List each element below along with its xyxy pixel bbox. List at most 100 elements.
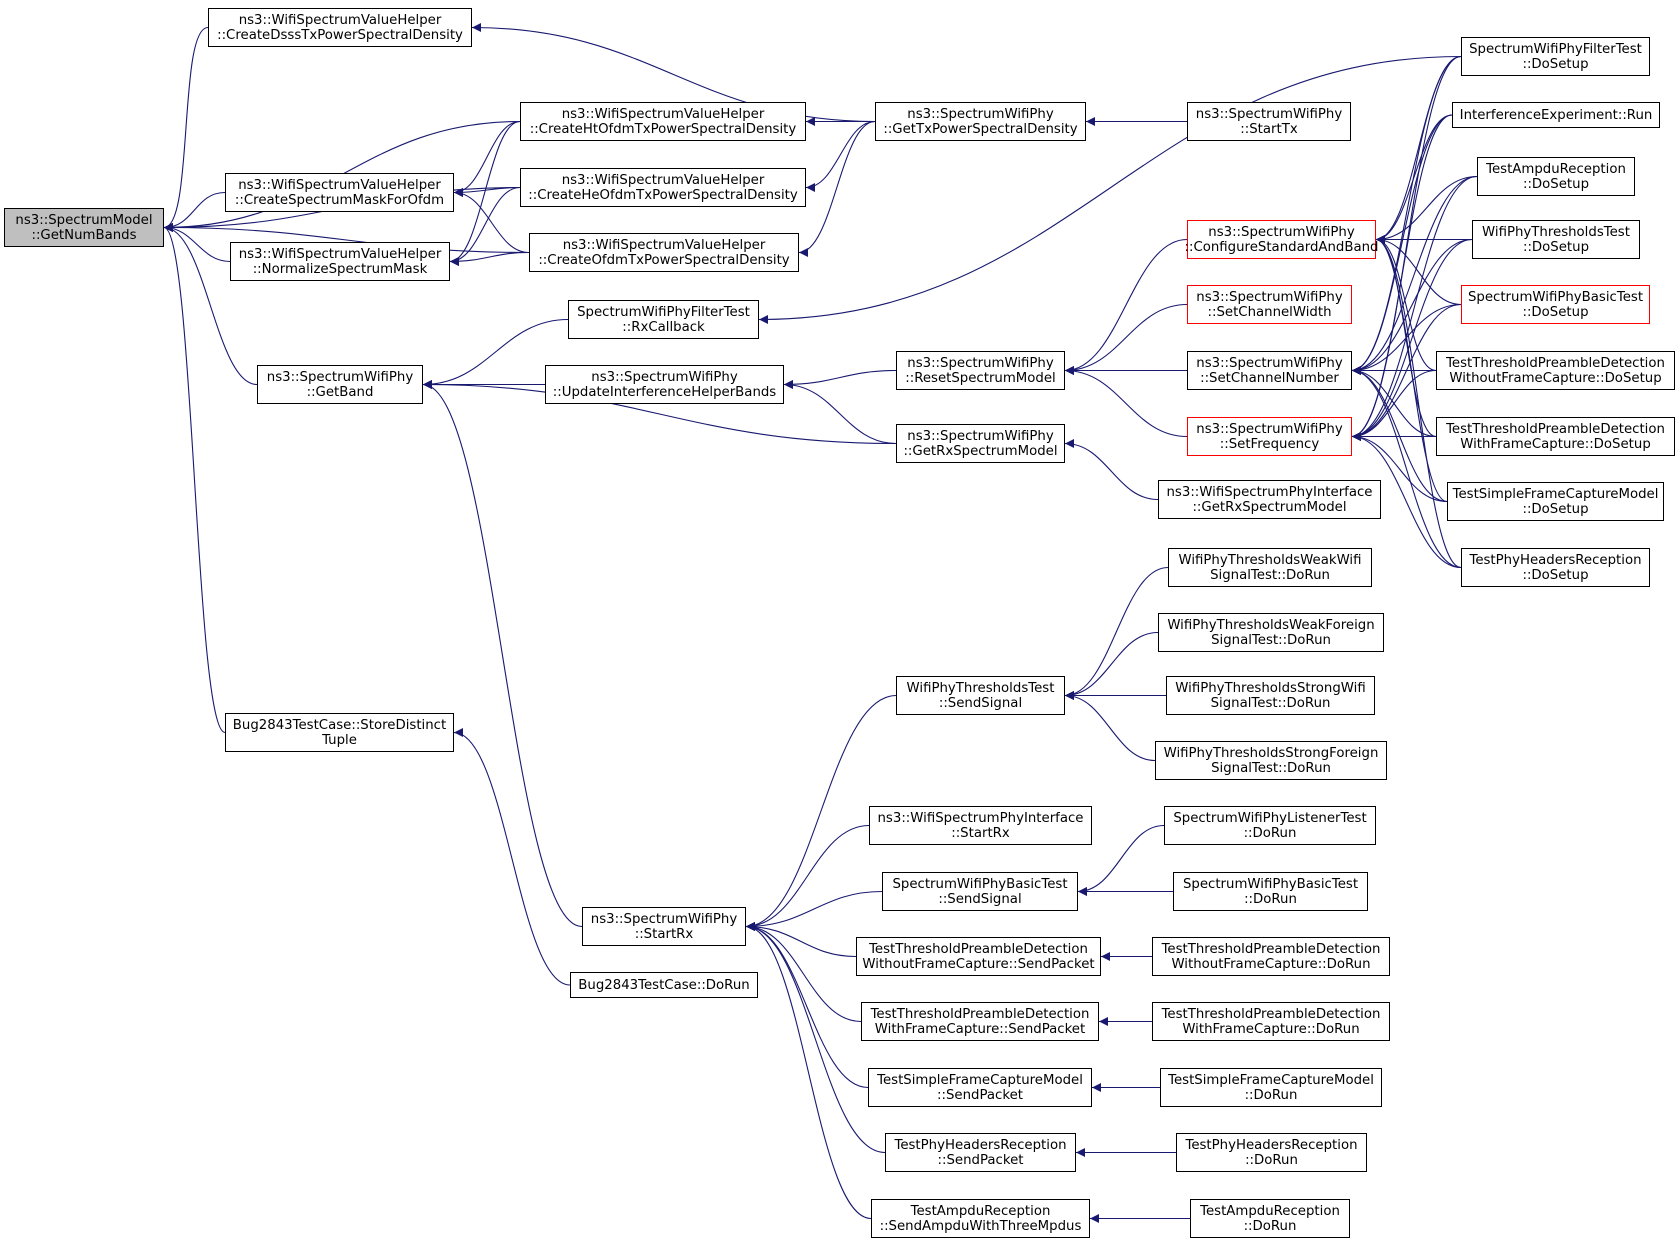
node-reset-sm[interactable]: ns3::SpectrumWifiPhy::ResetSpectrumModel	[896, 351, 1065, 390]
edge-bug-do-run-to-bug-store	[453, 728, 571, 986]
node-sfcm-do-run[interactable]: TestSimpleFrameCaptureModel::DoRun	[1160, 1068, 1382, 1107]
node-start-rx[interactable]: ns3::SpectrumWifiPhy::StartRx	[582, 907, 746, 946]
node-if-get-rx-sm[interactable]: ns3::WifiSpectrumPhyInterface::GetRxSpec…	[1158, 480, 1381, 519]
node-label-line: SignalTest::DoRun	[1210, 695, 1331, 711]
edge-phr-send-to-start-rx	[745, 922, 886, 1154]
node-label-line: SpectrumWifiPhyFilterTest	[1469, 41, 1642, 57]
edge-normalize-to-root	[163, 223, 231, 263]
node-phr-do-run[interactable]: TestPhyHeadersReception::DoRun	[1176, 1133, 1367, 1172]
edge-create-ht-to-normalize	[449, 120, 521, 266]
edge-create-dsss-to-root	[163, 26, 209, 232]
node-update-ihb[interactable]: ns3::SpectrumWifiPhy::UpdateInterference…	[545, 365, 784, 404]
node-label-line: ::DoSetup	[1522, 304, 1589, 320]
node-interf-run[interactable]: InterferenceExperiment::Run	[1452, 102, 1660, 128]
node-label-line: ::GetRxSpectrumModel	[903, 443, 1058, 459]
node-get-tx-psd[interactable]: ns3::SpectrumWifiPhy::GetTxPowerSpectral…	[875, 102, 1086, 141]
node-label-line: ::ConfigureStandardAndBand	[1184, 239, 1379, 255]
edge-if-start-rx-to-start-rx	[745, 824, 870, 931]
node-ampdu-do-setup[interactable]: TestAmpduReception::DoSetup	[1477, 157, 1635, 196]
edge-create-ofdm-to-normalize	[449, 251, 530, 266]
node-phr-do-setup[interactable]: TestPhyHeadersReception::DoSetup	[1461, 548, 1650, 587]
edge-bug-store-to-root	[163, 223, 226, 734]
node-set-freq[interactable]: ns3::SpectrumWifiPhy::SetFrequency	[1187, 417, 1352, 456]
node-if-start-rx[interactable]: ns3::WifiSpectrumPhyInterface::StartRx	[869, 806, 1092, 845]
node-label-line: WithFrameCapture::DoSetup	[1460, 436, 1651, 452]
node-label-line: ::SendPacket	[937, 1152, 1024, 1168]
node-label-line: ns3::WifiSpectrumValueHelper	[562, 237, 766, 253]
node-get-band[interactable]: ns3::SpectrumWifiPhy::GetBand	[257, 365, 423, 404]
node-label-line: ::DoSetup	[1522, 56, 1589, 72]
node-create-he[interactable]: ns3::WifiSpectrumValueHelper::CreateHeOf…	[520, 168, 806, 207]
node-start-tx[interactable]: ns3::SpectrumWifiPhy::StartTx	[1187, 102, 1351, 141]
node-ampdu-send[interactable]: TestAmpduReception::SendAmpduWithThreeMp…	[871, 1199, 1090, 1238]
edge-filter-rx-cb-to-get-band	[422, 318, 569, 389]
edge-get-rx-sm-to-update-ihb	[783, 380, 897, 445]
node-label-line: Tuple	[322, 732, 357, 748]
node-sfcm-do-setup[interactable]: TestSimpleFrameCaptureModel::DoSetup	[1447, 482, 1664, 521]
node-ampdu-do-run[interactable]: TestAmpduReception::DoRun	[1190, 1199, 1350, 1238]
node-label-line: ns3::WifiSpectrumValueHelper	[561, 106, 765, 122]
node-filter-do-setup[interactable]: SpectrumWifiPhyFilterTest::DoSetup	[1461, 37, 1650, 76]
node-label-line: WifiPhyThresholdsStrongForeign	[1163, 745, 1379, 761]
node-label-line: TestThresholdPreambleDetection	[1446, 355, 1665, 371]
edge-create-ht-to-create-mask	[453, 120, 521, 197]
node-label-line: TestThresholdPreambleDetection	[1446, 421, 1665, 437]
edge-strong-foreign-to-thr-send	[1064, 691, 1156, 762]
edge-phr-do-setup-to-config-std	[1375, 235, 1462, 569]
node-label-line: TestPhyHeadersReception	[894, 1137, 1067, 1153]
node-label-line: ::CreateSpectrumMaskForOfdm	[234, 192, 445, 208]
node-label-line: ns3::SpectrumWifiPhy	[1196, 289, 1343, 305]
node-label-line: SignalTest::DoRun	[1211, 632, 1331, 648]
edge-tpd-wo-do-setup-to-set-freq	[1351, 369, 1437, 441]
node-thr-do-setup[interactable]: WifiPhyThresholdsTest::DoSetup	[1472, 220, 1640, 259]
edge-sfcm-do-setup-to-set-freq	[1351, 432, 1448, 503]
node-basic-do-setup[interactable]: SpectrumWifiPhyBasicTest::DoSetup	[1461, 285, 1650, 324]
node-label-line: InterferenceExperiment::Run	[1459, 107, 1653, 123]
node-bug-do-run[interactable]: Bug2843TestCase::DoRun	[570, 972, 758, 998]
node-normalize[interactable]: ns3::WifiSpectrumValueHelper::NormalizeS…	[230, 242, 450, 281]
node-create-ofdm[interactable]: ns3::WifiSpectrumValueHelper::CreateOfdm…	[529, 233, 799, 272]
node-label-line: ::DoRun	[1243, 1218, 1297, 1234]
node-thr-send[interactable]: WifiPhyThresholdsTest::SendSignal	[896, 676, 1065, 715]
node-label-line: ::StartRx	[951, 825, 1010, 841]
edge-create-mask-to-root	[163, 191, 226, 232]
edge-ampdu-do-setup-to-set-ch-num	[1351, 175, 1478, 375]
edge-get-tx-psd-to-create-dsss	[471, 23, 876, 123]
node-label-line: ns3::SpectrumWifiPhy	[907, 355, 1054, 371]
node-set-ch-num[interactable]: ns3::SpectrumWifiPhy::SetChannelNumber	[1187, 351, 1352, 390]
node-filter-rx-cb[interactable]: SpectrumWifiPhyFilterTest::RxCallback	[568, 300, 759, 339]
node-set-ch-width[interactable]: ns3::SpectrumWifiPhy::SetChannelWidth	[1187, 285, 1352, 324]
node-label-line: ::DoSetup	[1522, 239, 1590, 255]
node-create-ht[interactable]: ns3::WifiSpectrumValueHelper::CreateHtOf…	[520, 102, 806, 141]
node-create-dsss[interactable]: ns3::WifiSpectrumValueHelper::CreateDsss…	[208, 8, 472, 47]
edge-thr-send-to-start-rx	[745, 694, 897, 931]
node-label-line: ::CreateHeOfdmTxPowerSpectralDensity	[528, 187, 798, 203]
node-config-std[interactable]: ns3::SpectrumWifiPhy::ConfigureStandardA…	[1184, 220, 1379, 259]
node-label-line: ::SetChannelNumber	[1200, 370, 1339, 386]
node-listener-do-run[interactable]: SpectrumWifiPhyListenerTest::DoRun	[1164, 806, 1376, 845]
node-get-rx-sm[interactable]: ns3::SpectrumWifiPhy::GetRxSpectrumModel	[896, 424, 1065, 463]
node-basic-do-run[interactable]: SpectrumWifiPhyBasicTest::DoRun	[1173, 872, 1368, 911]
node-label-line: WifiPhyThresholdsTest	[1482, 224, 1630, 240]
edge-interf-run-to-set-freq	[1351, 114, 1453, 441]
edge-sfcm-send-to-start-rx	[745, 922, 869, 1089]
node-basic-send[interactable]: SpectrumWifiPhyBasicTest::SendSignal	[882, 872, 1078, 911]
node-label-line: SpectrumWifiPhyBasicTest	[1467, 289, 1644, 305]
edge-listener-do-run-to-basic-send	[1077, 824, 1165, 896]
node-sfcm-send[interactable]: TestSimpleFrameCaptureModel::SendPacket	[868, 1068, 1092, 1107]
node-create-mask[interactable]: ns3::WifiSpectrumValueHelper::CreateSpec…	[225, 173, 454, 212]
node-phr-send[interactable]: TestPhyHeadersReception::SendPacket	[885, 1133, 1076, 1172]
edge-ampdu-do-setup-to-set-freq	[1351, 175, 1478, 441]
edge-weak-foreign-to-thr-send	[1064, 631, 1159, 700]
